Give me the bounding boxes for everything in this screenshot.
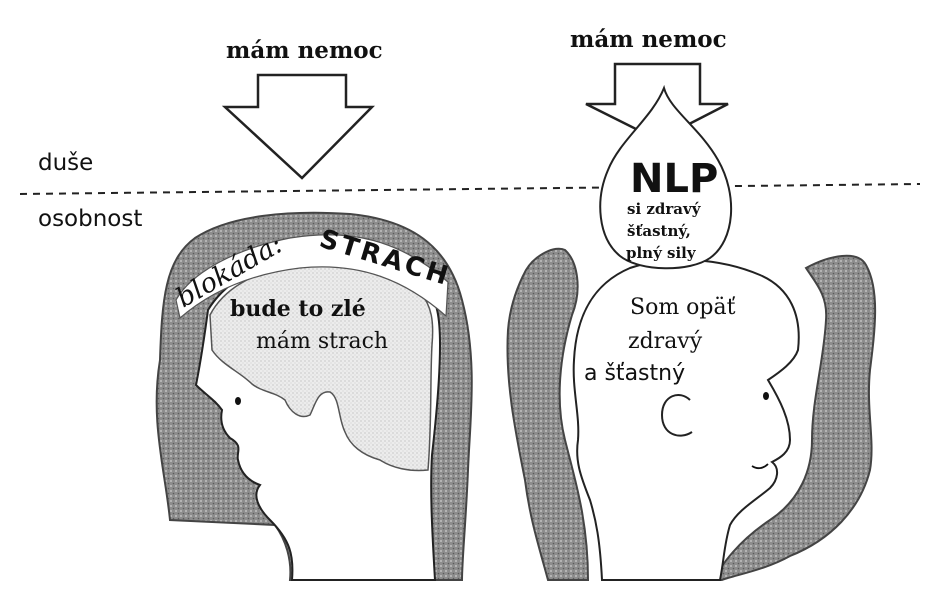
right-illness-label: mám nemoc: [570, 26, 727, 53]
right-head-face: [572, 258, 800, 581]
left-thought-line2: mám strach: [256, 329, 388, 354]
nlp-line1: si zdravý: [627, 200, 702, 218]
right-back-shell: [713, 254, 877, 581]
left-thought-line1: bude to zlé: [230, 296, 366, 322]
label-osobnost: osobnost: [38, 206, 142, 232]
right-mouth: [751, 463, 769, 470]
level-divider: [19, 183, 921, 195]
nlp-line3: plný sily: [626, 244, 697, 262]
left-illness-label: mám nemoc: [226, 37, 383, 64]
right-ear: [660, 394, 693, 437]
left-eye: [235, 397, 241, 405]
nlp-drop: [599, 84, 733, 270]
label-duse: duše: [38, 150, 93, 176]
right-thought-line3: a šťastný: [584, 361, 685, 386]
right-eye: [763, 392, 769, 400]
nlp-line2: šťastný,: [627, 222, 691, 240]
right-thought-line1: Som opäť: [630, 295, 736, 320]
left-block-banner: [175, 234, 449, 320]
left-down-arrow: [221, 73, 375, 180]
nlp-title: NLP: [630, 156, 718, 202]
right-thought-line2: zdravý: [628, 329, 703, 354]
right-front-shell: [506, 247, 590, 581]
